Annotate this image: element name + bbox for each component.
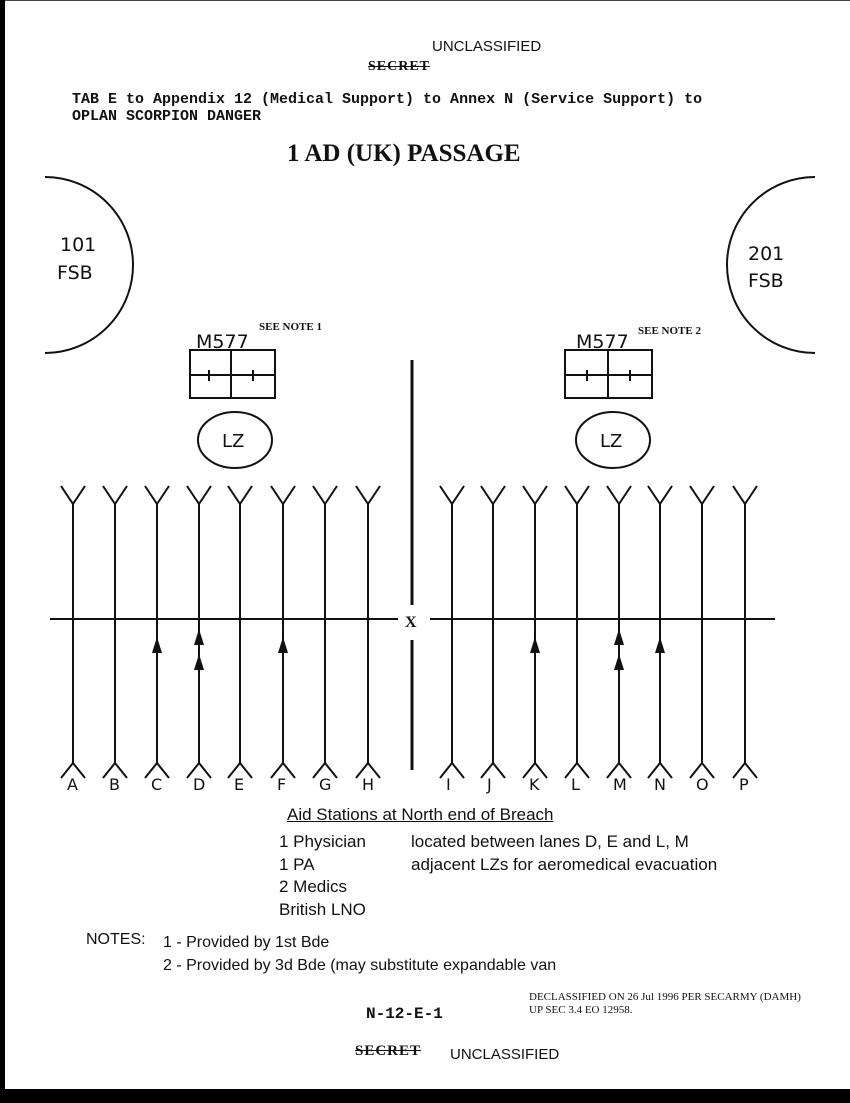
arrow-up-icon <box>614 629 624 645</box>
tab-reference-line1: TAB E to Appendix 12 (Medical Support) t… <box>72 91 703 108</box>
staff-item: 1 Physician <box>279 832 366 851</box>
lane-line <box>102 485 128 779</box>
lane-line <box>647 485 673 779</box>
aid-stations-heading: Aid Stations at North end of Breach <box>287 805 554 824</box>
left-lz-ellipse <box>197 411 273 469</box>
lane-f: F <box>270 485 296 794</box>
right-fsb-arc <box>726 176 816 354</box>
lane-label: C <box>151 775 162 794</box>
lane-label: O <box>696 775 709 794</box>
left-unit-number: 101 <box>60 234 96 256</box>
lane-line <box>270 485 296 779</box>
lane-label: G <box>319 775 331 794</box>
scan-edge-left <box>0 0 5 1103</box>
arrow-up-icon <box>655 637 665 653</box>
right-unit-number: 201 <box>748 243 784 265</box>
note-item: 1 - Provided by 1st Bde <box>163 934 330 951</box>
lane-label: P <box>739 775 749 794</box>
lane-label: N <box>654 775 666 794</box>
left-lz-label: LZ <box>222 431 244 452</box>
left-m577-label: M577 <box>196 331 249 353</box>
arrow-up-icon <box>194 654 204 670</box>
declassification-line2: UP SEC 3.4 EO 12958. <box>529 1004 633 1016</box>
lane-label: L <box>571 775 580 794</box>
notes-label: NOTES: <box>86 931 146 948</box>
lane-line <box>732 485 758 779</box>
lane-line <box>522 485 548 779</box>
lane-line <box>480 485 506 779</box>
right-m577-box <box>564 349 653 399</box>
lane-label: D <box>193 775 205 794</box>
arrow-up-icon <box>152 637 162 653</box>
staff-item: 1 PA <box>279 854 315 874</box>
lane-p: P <box>732 485 758 794</box>
detail-item: adjacent LZs for aeromedical evacuation <box>411 854 718 874</box>
lane-label: A <box>67 775 78 794</box>
lane-j: J <box>480 485 506 794</box>
lane-o: O <box>689 485 715 794</box>
classification-bottom: UNCLASSIFIED <box>450 1046 560 1063</box>
lane-line <box>564 485 590 779</box>
lane-label: M <box>613 775 627 794</box>
lane-e: E <box>227 485 253 794</box>
notes-list: 1 - Provided by 1st Bde 2 - Provided by … <box>163 931 556 977</box>
scan-edge-bottom <box>0 1089 850 1103</box>
tab-reference-line2: OPLAN SCORPION DANGER <box>72 108 262 125</box>
lane-label: K <box>529 775 540 794</box>
aid-station-details: located between lanes D, E and L, M adja… <box>411 831 717 876</box>
lane-label: B <box>109 775 120 794</box>
lane-line <box>227 485 253 779</box>
right-see-note: SEE NOTE 2 <box>638 325 701 337</box>
right-lz-label: LZ <box>600 431 622 452</box>
lane-a: A <box>60 485 86 794</box>
left-fsb-arc <box>44 176 134 354</box>
lane-line <box>439 485 465 779</box>
staff-item: British LNO <box>279 899 366 919</box>
right-lz-ellipse <box>575 411 651 469</box>
lane-label: E <box>234 775 244 794</box>
lane-b: B <box>102 485 128 794</box>
lane-line <box>689 485 715 779</box>
lane-label: I <box>446 775 451 794</box>
arrow-up-icon <box>194 629 204 645</box>
right-m577-label: M577 <box>576 331 629 353</box>
left-see-note: SEE NOTE 1 <box>259 321 322 333</box>
arrow-up-icon <box>530 637 540 653</box>
lane-m: M <box>606 485 632 794</box>
lane-line <box>144 485 170 779</box>
lane-line <box>355 485 381 779</box>
left-unit-type: FSB <box>57 262 93 284</box>
struck-classification-top: SECRET <box>368 59 431 74</box>
lane-h: H <box>355 485 381 794</box>
aid-station-staff: 1 Physician 1 PA 2 Medics British LNO <box>279 831 366 921</box>
staff-item: 2 Medics <box>279 877 348 896</box>
left-m577-box <box>189 349 276 399</box>
arrow-up-icon <box>278 637 288 653</box>
page-title: 1 AD (UK) PASSAGE <box>287 140 521 167</box>
lane-line <box>60 485 86 779</box>
note-item: 2 - Provided by 3d Bde (may substitute e… <box>163 957 557 974</box>
lane-l: L <box>564 485 590 794</box>
struck-classification-bottom: SECRET <box>355 1043 422 1059</box>
lane-i: I <box>439 485 465 794</box>
detail-item: located between lanes D, E and L, M <box>411 832 689 851</box>
lane-g: G <box>312 485 338 794</box>
lane-label: F <box>277 775 286 794</box>
lane-label: J <box>486 775 492 794</box>
lane-label: H <box>362 775 374 794</box>
center-x-mark: X <box>405 614 417 631</box>
right-unit-type: FSB <box>748 270 784 292</box>
lane-line <box>312 485 338 779</box>
declassification-line1: DECLASSIFIED ON 26 Jul 1996 PER SECARMY … <box>529 991 801 1003</box>
lane-k: K <box>522 485 548 794</box>
scan-edge-top <box>0 0 850 1</box>
arrow-up-icon <box>614 654 624 670</box>
lane-d: D <box>186 485 212 794</box>
classification-top: UNCLASSIFIED <box>432 38 542 55</box>
page-id: N-12-E-1 <box>366 1005 443 1023</box>
lane-c: C <box>144 485 170 794</box>
lane-n: N <box>647 485 673 794</box>
